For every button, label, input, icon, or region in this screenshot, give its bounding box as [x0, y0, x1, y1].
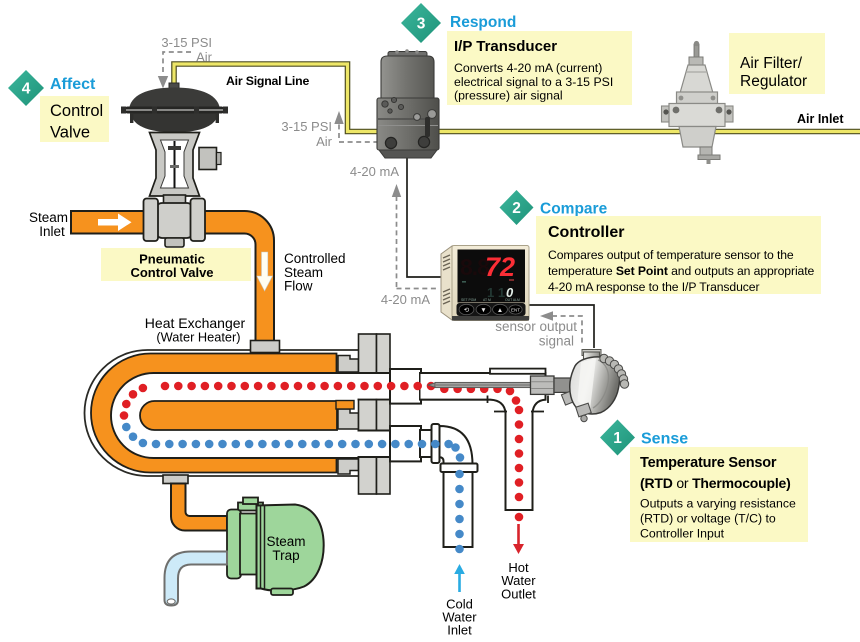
svg-text:1: 1 — [613, 430, 622, 447]
svg-text:4-20 mA: 4-20 mA — [381, 292, 430, 307]
svg-text:Compares output of temperature: Compares output of temperature sensor to… — [548, 248, 794, 262]
svg-text:Steam: Steam — [266, 534, 305, 549]
svg-text:Compare: Compare — [540, 201, 608, 218]
svg-text:sensor output: sensor output — [495, 319, 577, 334]
svg-text:Temperature Sensor: Temperature Sensor — [640, 455, 777, 471]
svg-text:Water: Water — [442, 610, 477, 625]
svg-text:Affect: Affect — [50, 76, 96, 93]
svg-text:Hot: Hot — [508, 560, 529, 575]
svg-text:signal: signal — [539, 334, 574, 349]
svg-text:0: 0 — [506, 285, 514, 300]
svg-text:Cold: Cold — [446, 597, 473, 612]
svg-text:▼: ▼ — [480, 307, 486, 314]
svg-text:Water: Water — [501, 573, 536, 588]
svg-text:Valve: Valve — [50, 124, 90, 142]
svg-text:3: 3 — [417, 16, 426, 33]
svg-text:OUT ALM: OUT ALM — [505, 298, 520, 302]
svg-text:Controlled: Controlled — [284, 251, 346, 266]
svg-text:2: 2 — [512, 200, 521, 217]
svg-text:⟲: ⟲ — [464, 307, 470, 314]
svg-text:Sense: Sense — [641, 431, 688, 448]
svg-text:3-15 PSI: 3-15 PSI — [281, 119, 332, 134]
svg-text:Air Inlet: Air Inlet — [797, 112, 844, 126]
svg-text:SET PGM: SET PGM — [461, 298, 476, 302]
svg-text:Air: Air — [316, 134, 333, 149]
svg-text:Controller Input: Controller Input — [640, 527, 725, 541]
svg-text:I/P Transducer: I/P Transducer — [454, 38, 557, 55]
svg-text:Steam: Steam — [29, 210, 68, 225]
svg-text:8.8: 8.8 — [460, 254, 490, 280]
svg-text:(RTD or Thermocouple): (RTD or Thermocouple) — [640, 475, 791, 491]
svg-text:Flow: Flow — [284, 279, 313, 294]
svg-text:Trap: Trap — [272, 548, 299, 563]
svg-text:Air Signal Line: Air Signal Line — [226, 74, 309, 88]
svg-text:Control Valve: Control Valve — [130, 265, 213, 280]
svg-text:Respond: Respond — [450, 14, 516, 31]
svg-text:electrical signal to a 3-15 PS: electrical signal to a 3-15 PSI — [454, 75, 613, 89]
svg-text:4: 4 — [22, 81, 31, 98]
svg-text:(pressure) air signal: (pressure) air signal — [454, 89, 563, 103]
svg-text:Inlet: Inlet — [447, 623, 472, 638]
svg-text:Controller: Controller — [548, 224, 624, 241]
svg-text:4-20 mA response to the I/P Tr: 4-20 mA response to the I/P Transducer — [548, 280, 759, 294]
svg-text:Converts 4-20 mA (current): Converts 4-20 mA (current) — [454, 61, 602, 75]
svg-text:Outlet: Outlet — [501, 587, 536, 602]
svg-text:Pneumatic: Pneumatic — [139, 252, 205, 267]
svg-text:ENT: ENT — [511, 308, 520, 313]
svg-text:1 1: 1 1 — [487, 285, 505, 300]
svg-text:Control: Control — [50, 102, 103, 120]
svg-text:Inlet: Inlet — [39, 224, 65, 239]
svg-text:Regulator: Regulator — [740, 73, 807, 90]
svg-text:(RTD) or voltage (T/C) to: (RTD) or voltage (T/C) to — [640, 512, 776, 526]
svg-text:temperature Set Point and outp: temperature Set Point and outputs an app… — [548, 264, 815, 278]
svg-text:Steam: Steam — [284, 265, 323, 280]
svg-text:Outputs a varying resistance: Outputs a varying resistance — [640, 497, 796, 511]
svg-text:Air Filter/: Air Filter/ — [740, 55, 803, 72]
svg-text:(Water Heater): (Water Heater) — [156, 330, 240, 345]
svg-text:72: 72 — [485, 252, 515, 282]
svg-text:Air: Air — [196, 50, 213, 65]
svg-text:AT M: AT M — [483, 298, 491, 302]
svg-text:4-20 mA: 4-20 mA — [350, 164, 399, 179]
svg-text:3-15 PSI: 3-15 PSI — [161, 35, 212, 50]
svg-text:Heat Exchanger: Heat Exchanger — [145, 315, 246, 331]
svg-text:▲: ▲ — [497, 307, 503, 314]
